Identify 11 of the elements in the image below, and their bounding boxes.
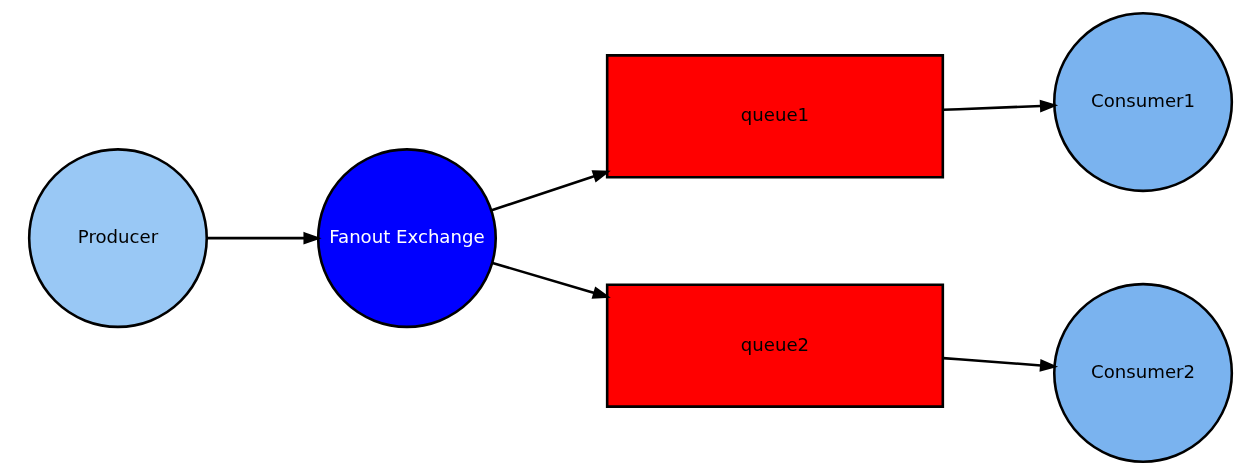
arrow xyxy=(942,99,1058,113)
arrow xyxy=(490,170,611,212)
node-circle: Fanout Exchange xyxy=(316,148,497,329)
arrow xyxy=(491,261,611,299)
node-box: queue1 xyxy=(605,54,944,179)
node-circle: Consumer1 xyxy=(1052,12,1233,193)
arrow xyxy=(206,231,322,245)
node-circle: Consumer2 xyxy=(1052,282,1233,463)
arrow xyxy=(942,356,1058,372)
node-box: queue2 xyxy=(605,283,944,408)
node-circle: Producer xyxy=(27,148,208,329)
